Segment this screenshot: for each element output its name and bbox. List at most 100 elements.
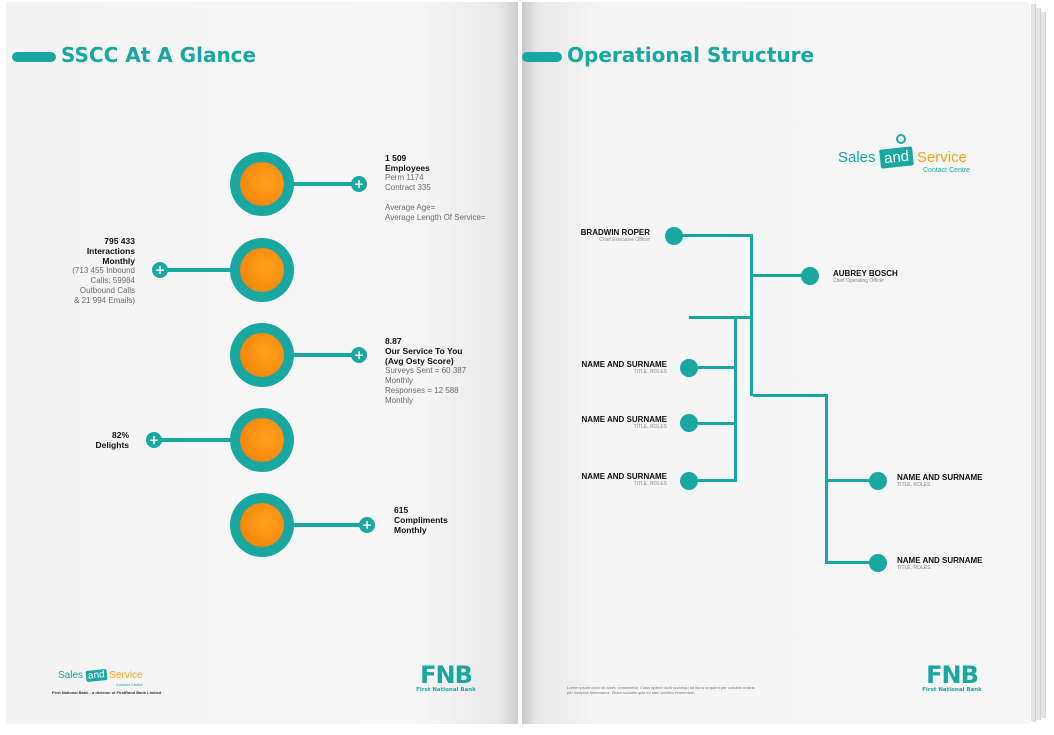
page-title: SSCC At A Glance	[61, 43, 257, 67]
title-accent-bar	[12, 52, 56, 62]
org-connector	[698, 366, 734, 369]
stat-detail: Surveys Sent = 60 387	[385, 366, 467, 375]
stat-detail: Perm 1174	[385, 173, 424, 182]
stat-connector	[292, 353, 354, 357]
stat-headline: 1 509	[385, 153, 407, 163]
stat-bubble	[230, 323, 294, 387]
person-name: BRADWIN ROPER	[580, 228, 650, 237]
stat-compliments: 615 Compliments Monthly	[394, 505, 494, 535]
stat-delights: 82% Delights	[66, 430, 129, 450]
fnb-logo: FNB First National Bank	[411, 663, 481, 694]
person: NAME AND SURNAME TITLE, ROLES	[897, 556, 982, 571]
stat-interactions: 795 433 Interactions Monthly (713 455 In…	[46, 236, 135, 306]
stat-headline: 795 433	[104, 236, 135, 246]
stat-detail	[385, 193, 495, 203]
logo-word-and: and	[85, 668, 108, 683]
org-connector	[828, 561, 872, 564]
stat-bubble-core	[240, 418, 284, 462]
stat-connector	[292, 182, 354, 186]
person-role: Chief Executive Officer	[599, 237, 650, 243]
person-role: TITLE, ROLES	[897, 565, 931, 571]
org-node[interactable]	[680, 414, 698, 432]
page-edge	[1041, 12, 1046, 718]
footer-tagline: First National Bank - a division of Firs…	[52, 690, 162, 695]
stat-label: Compliments	[394, 515, 448, 525]
person-role: Chief Operating Officer	[833, 278, 885, 284]
plus-icon[interactable]: +	[152, 262, 168, 278]
org-connector	[825, 394, 828, 564]
footer-text-line: per inceptos himenaeos. Etiam sodales qu…	[567, 690, 696, 695]
logo-word-sales: Sales	[58, 670, 84, 681]
title-accent-bar	[522, 52, 562, 62]
org-node[interactable]	[869, 472, 887, 490]
sales-and-service-logo: Sales and Service Contact Centre	[58, 668, 143, 687]
person: NAME AND SURNAME TITLE, ROLES	[565, 415, 667, 430]
stat-label: Monthly	[394, 525, 427, 535]
person-name: NAME AND SURNAME	[897, 556, 983, 565]
page-edge	[1036, 8, 1041, 720]
stat-detail: Monthly	[385, 396, 414, 405]
logo-word-sales: Sales	[838, 149, 876, 166]
person-ceo: BRADWIN ROPER Chief Executive Officer	[550, 228, 650, 243]
page-title: Operational Structure	[567, 43, 815, 67]
person-coo: AUBREY BOSCH Chief Operating Officer	[833, 269, 898, 284]
logo-word-and: and	[878, 146, 914, 169]
org-connector	[753, 394, 828, 397]
stat-label: Delights	[95, 440, 129, 450]
stat-service-score: 8.87 Our Service To You (Avg Osty Score)…	[385, 336, 495, 406]
logo-hanger-icon	[896, 134, 906, 144]
person: NAME AND SURNAME TITLE, ROLES	[897, 473, 982, 488]
org-connector	[750, 234, 753, 396]
footer-text-line: Lorem ipsum dolor sit amet, consectetur.…	[567, 685, 756, 690]
stat-label: (Avg Osty Score)	[385, 356, 454, 366]
stat-bubble-core	[240, 333, 284, 377]
stat-detail: Calls; 59984	[90, 276, 135, 285]
logo-word-service: Service	[916, 149, 967, 166]
org-connector	[689, 316, 753, 319]
stat-detail: & 21 994 Emails)	[74, 296, 135, 305]
stat-bubble	[230, 238, 294, 302]
person-role: TITLE, ROLES	[633, 369, 667, 375]
person-name: NAME AND SURNAME	[581, 360, 667, 369]
footer-text: Lorem ipsum dolor sit amet, consectetur.…	[567, 685, 827, 695]
stat-detail: (713 455 Inbound	[72, 266, 135, 275]
org-node[interactable]	[680, 472, 698, 490]
sales-and-service-logo: Sales and Service Contact Centre	[838, 146, 970, 174]
stat-label: Interactions	[86, 246, 135, 256]
stat-detail: Monthly	[385, 376, 414, 385]
plus-icon[interactable]: +	[351, 176, 367, 192]
person: NAME AND SURNAME TITLE, ROLES	[565, 472, 667, 487]
person-name: NAME AND SURNAME	[897, 473, 983, 482]
stat-bubble-core	[240, 248, 284, 292]
plus-icon[interactable]: +	[146, 432, 162, 448]
logo-subtitle: Contact Centre	[116, 682, 143, 687]
stat-connector	[292, 523, 362, 527]
org-node-coo[interactable]	[801, 267, 819, 285]
logo-subtitle: Contact Centre	[923, 167, 971, 174]
stat-label: Monthly	[102, 256, 135, 266]
org-node[interactable]	[680, 359, 698, 377]
stat-connector	[162, 268, 232, 272]
stat-detail: Responses = 12 588	[385, 386, 459, 395]
fnb-logo: FNB First National Bank	[917, 663, 987, 694]
org-connector	[680, 234, 750, 237]
plus-icon[interactable]: +	[359, 517, 375, 533]
person-role: TITLE, ROLES	[633, 424, 667, 430]
person-name: NAME AND SURNAME	[581, 472, 667, 481]
stat-headline: 615	[394, 505, 409, 515]
plus-icon[interactable]: +	[351, 347, 367, 363]
person-name: AUBREY BOSCH	[833, 269, 898, 278]
org-connector	[828, 479, 872, 482]
stat-detail: Contract 335	[385, 183, 431, 192]
org-node-ceo[interactable]	[665, 227, 683, 245]
org-connector	[734, 316, 737, 482]
stat-employees: 1 509 Employees Perm 1174 Contract 335 A…	[385, 153, 495, 223]
stat-detail: Outbound Calls	[79, 286, 135, 295]
org-connector	[753, 274, 803, 277]
org-node[interactable]	[869, 554, 887, 572]
stat-detail: Average Age=	[385, 203, 436, 212]
stat-detail: Average Length Of Service=	[385, 213, 486, 222]
fnb-logo-text: First National Bank	[416, 687, 476, 693]
page-edge	[1031, 4, 1036, 722]
stat-bubble-core	[240, 503, 284, 547]
